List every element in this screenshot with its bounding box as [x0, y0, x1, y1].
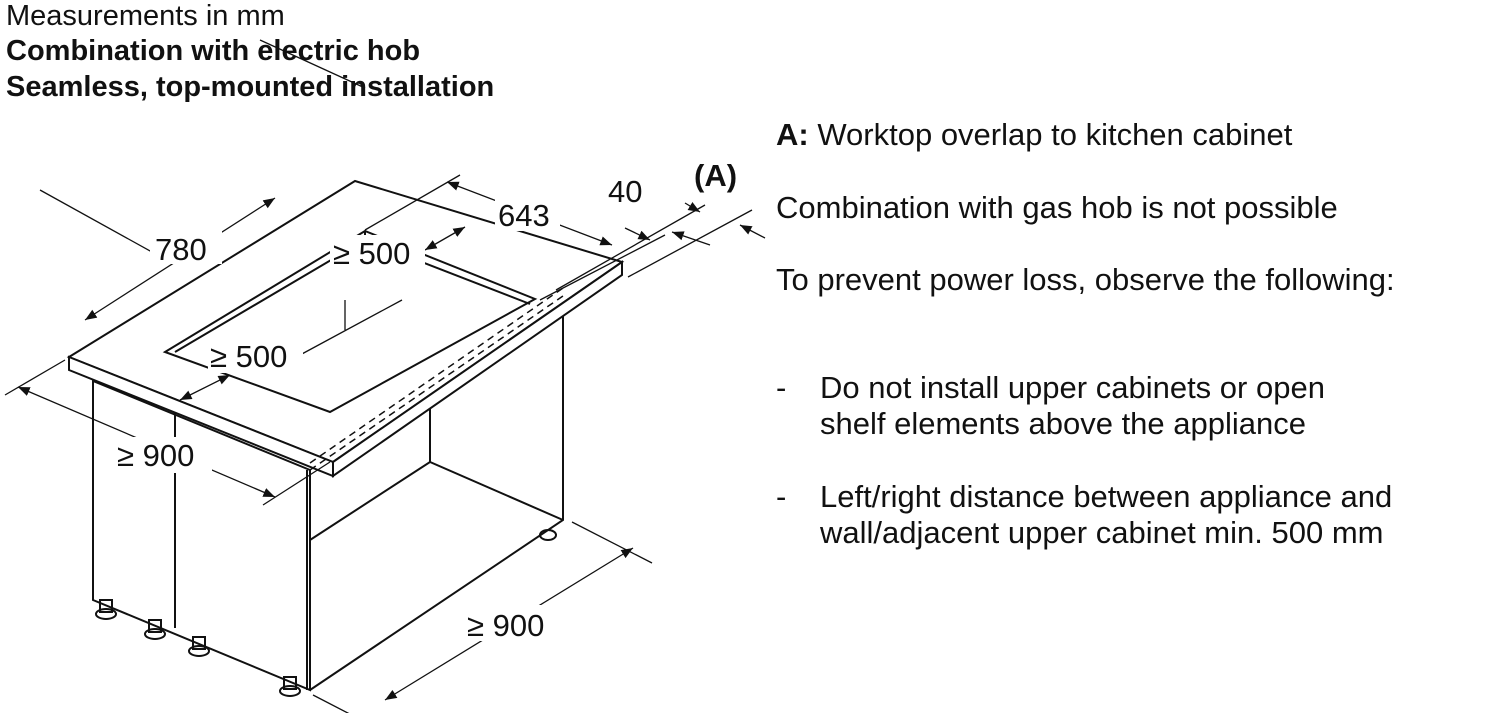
list-item-line: Left/right distance between appliance an…: [820, 479, 1393, 514]
cabinet-legs: [95, 529, 557, 697]
dim-cutout-label: 643: [498, 198, 550, 233]
dim-overlap-label: 40: [608, 174, 642, 209]
list-item-line: wall/adjacent upper cabinet min. 500 mm: [820, 515, 1384, 550]
installation-title: Seamless, top-mounted installation: [6, 71, 495, 103]
note-a: A: Worktop overlap to kitchen cabinet: [776, 117, 1292, 153]
dimension-labels: 780 643 40 (A) ≥ 500 ≥ 500 ≥ 900 ≥ 900: [114, 158, 737, 643]
note-a-text: Worktop overlap to kitchen cabinet: [817, 117, 1293, 152]
bullet-dash: -: [776, 370, 787, 405]
dim-front-clearance-label: ≥ 500: [210, 339, 287, 374]
note-gas: Combination with gas hob is not possible: [776, 190, 1338, 225]
list-item-line: shelf elements above the appliance: [820, 406, 1306, 441]
dim-depth-label: 780: [155, 232, 207, 267]
dim-left-width-label: ≥ 900: [117, 438, 194, 473]
bullet-dash: -: [776, 479, 787, 514]
measurement-unit-note: Measurements in mm: [6, 0, 285, 32]
note-power: To prevent power loss, observe the follo…: [776, 262, 1395, 297]
note-a-label: A:: [776, 117, 809, 152]
dim-overlap-ref-label: (A): [694, 158, 737, 193]
dim-right-width-label: ≥ 900: [467, 608, 544, 643]
dim-back-clearance-label: ≥ 500: [333, 236, 410, 271]
combination-title: Combination with electric hob: [6, 35, 421, 67]
list-item-line: Do not install upper cabinets or open: [820, 370, 1325, 405]
